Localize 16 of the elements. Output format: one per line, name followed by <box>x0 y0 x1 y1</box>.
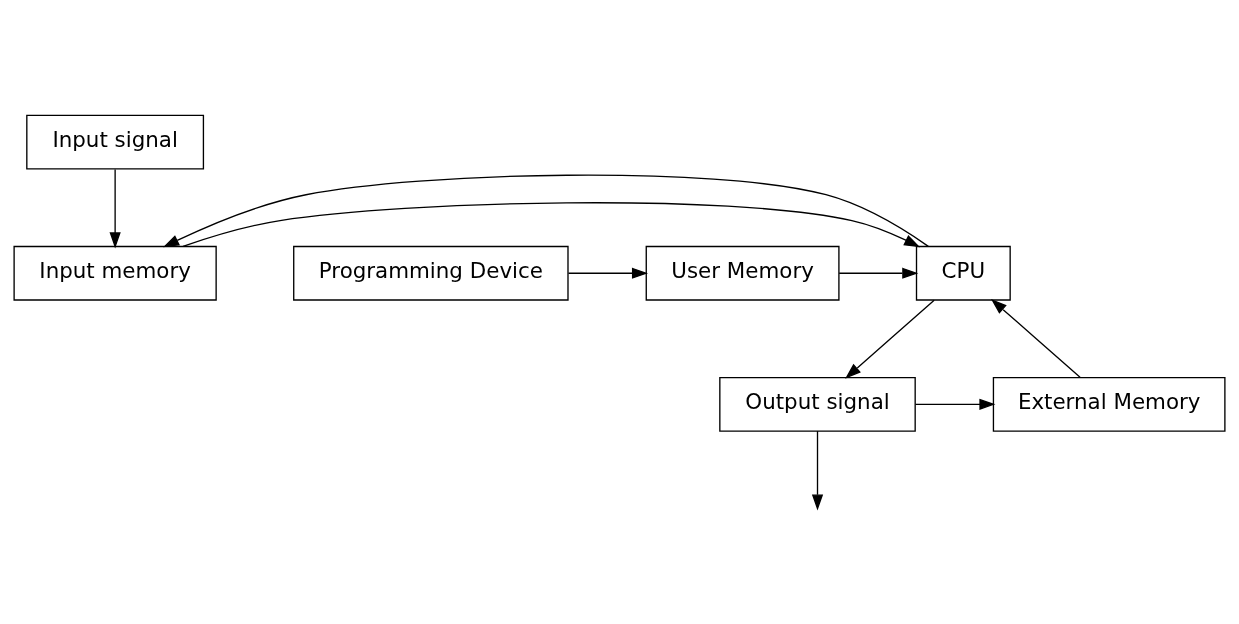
arrow <box>109 168 121 248</box>
arrow <box>845 299 935 379</box>
arrow <box>567 267 649 279</box>
arrow <box>914 398 996 410</box>
arrow <box>990 298 1081 378</box>
arrow <box>182 201 921 247</box>
node-box: Input memory <box>13 245 217 301</box>
node-box: Programming Device <box>293 245 569 301</box>
arrow <box>838 267 919 279</box>
node-box: User Memory <box>645 245 840 301</box>
node-box: Input signal <box>26 114 205 170</box>
arrow <box>163 174 929 247</box>
node-box: Output signal <box>719 376 916 432</box>
node-box: External Memory <box>992 376 1226 432</box>
arrow <box>811 429 824 511</box>
node-box: CPU <box>915 245 1011 301</box>
